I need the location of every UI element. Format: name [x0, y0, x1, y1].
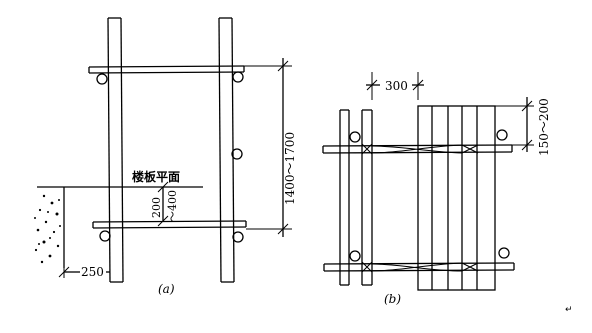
a-gap-dimension — [157, 181, 169, 227]
a-left-upright — [107, 17, 124, 283]
b-overhang-dimension — [495, 97, 534, 152]
b-caption: (b) — [384, 292, 401, 306]
a-ledger-circle — [232, 231, 244, 243]
return-mark: ↵ — [565, 305, 573, 315]
b-tie-wire — [361, 143, 479, 273]
a-wall-hatch — [34, 194, 61, 264]
b-ledger-circle — [496, 129, 508, 141]
a-right-upright — [218, 17, 235, 283]
a-caption: (a) — [158, 282, 175, 296]
a-ledger-circle — [99, 230, 111, 242]
b-inner-post — [361, 109, 373, 286]
a-ledger-circle — [231, 148, 243, 160]
a-height-label: 1400～1700 — [283, 132, 297, 205]
b-spacing-label: 300 — [385, 79, 408, 93]
b-ledger-circle — [349, 131, 361, 143]
a-height-dimension — [244, 58, 292, 237]
b-bottom-crossbar — [323, 262, 515, 272]
b-spacing-dimension — [366, 72, 424, 100]
a-wall-dimension — [58, 266, 110, 278]
a-gap-label-2: ～400 — [166, 190, 179, 222]
a-gap-label: 200 — [150, 197, 163, 218]
a-bottom-crossbar — [92, 220, 247, 229]
a-top-crossbar — [88, 65, 245, 74]
a-ledger-circle — [232, 71, 244, 83]
b-ledger-circle — [349, 250, 361, 262]
b-boards — [417, 105, 496, 291]
a-ledger-circle — [96, 73, 108, 85]
a-floor-label: 楼板平面 — [132, 169, 180, 184]
b-top-crossbar — [322, 144, 513, 154]
b-overhang-label: 150～200 — [537, 98, 551, 156]
b-left-post — [339, 109, 350, 286]
b-ledger-circle — [498, 247, 510, 259]
a-wall-label: 250 — [81, 265, 104, 279]
